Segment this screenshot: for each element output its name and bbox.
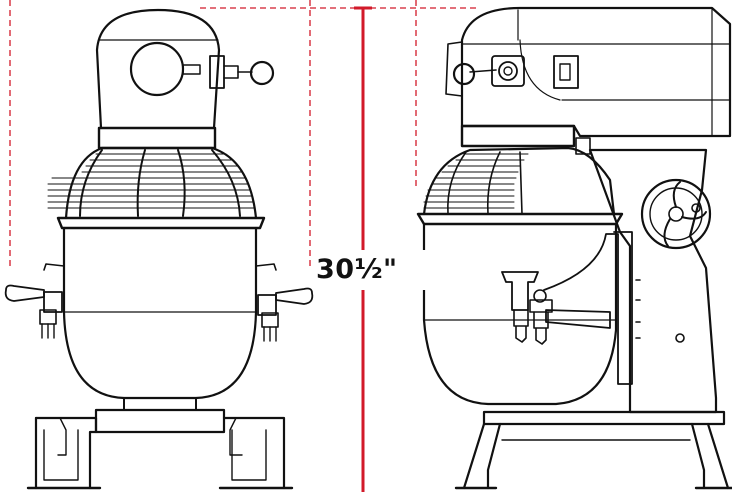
reference-dashed-lines xyxy=(9,0,476,270)
front-lever-knob xyxy=(249,60,275,86)
mixer-side-view xyxy=(416,6,732,490)
front-left-bowl-lock xyxy=(4,284,63,339)
side-head xyxy=(460,6,732,138)
front-head xyxy=(95,8,221,130)
side-base xyxy=(454,410,732,490)
front-guard xyxy=(64,146,258,220)
side-guard xyxy=(422,146,616,216)
front-right-bowl-lock xyxy=(257,287,314,342)
front-guard-wires xyxy=(47,153,256,209)
mixer-front-view xyxy=(4,8,314,490)
side-bowl xyxy=(422,222,618,406)
front-collar xyxy=(97,126,217,150)
front-bowl xyxy=(62,226,258,400)
front-bowl-rim xyxy=(56,216,266,230)
front-base xyxy=(26,408,294,490)
front-speed-dial xyxy=(129,41,185,97)
side-speed-display xyxy=(553,55,579,89)
height-dimension-label: 30½" xyxy=(313,250,426,290)
side-column xyxy=(588,148,718,414)
side-lever-knob xyxy=(452,62,476,86)
side-guard-wires xyxy=(423,153,529,209)
side-handwheel xyxy=(640,178,712,250)
